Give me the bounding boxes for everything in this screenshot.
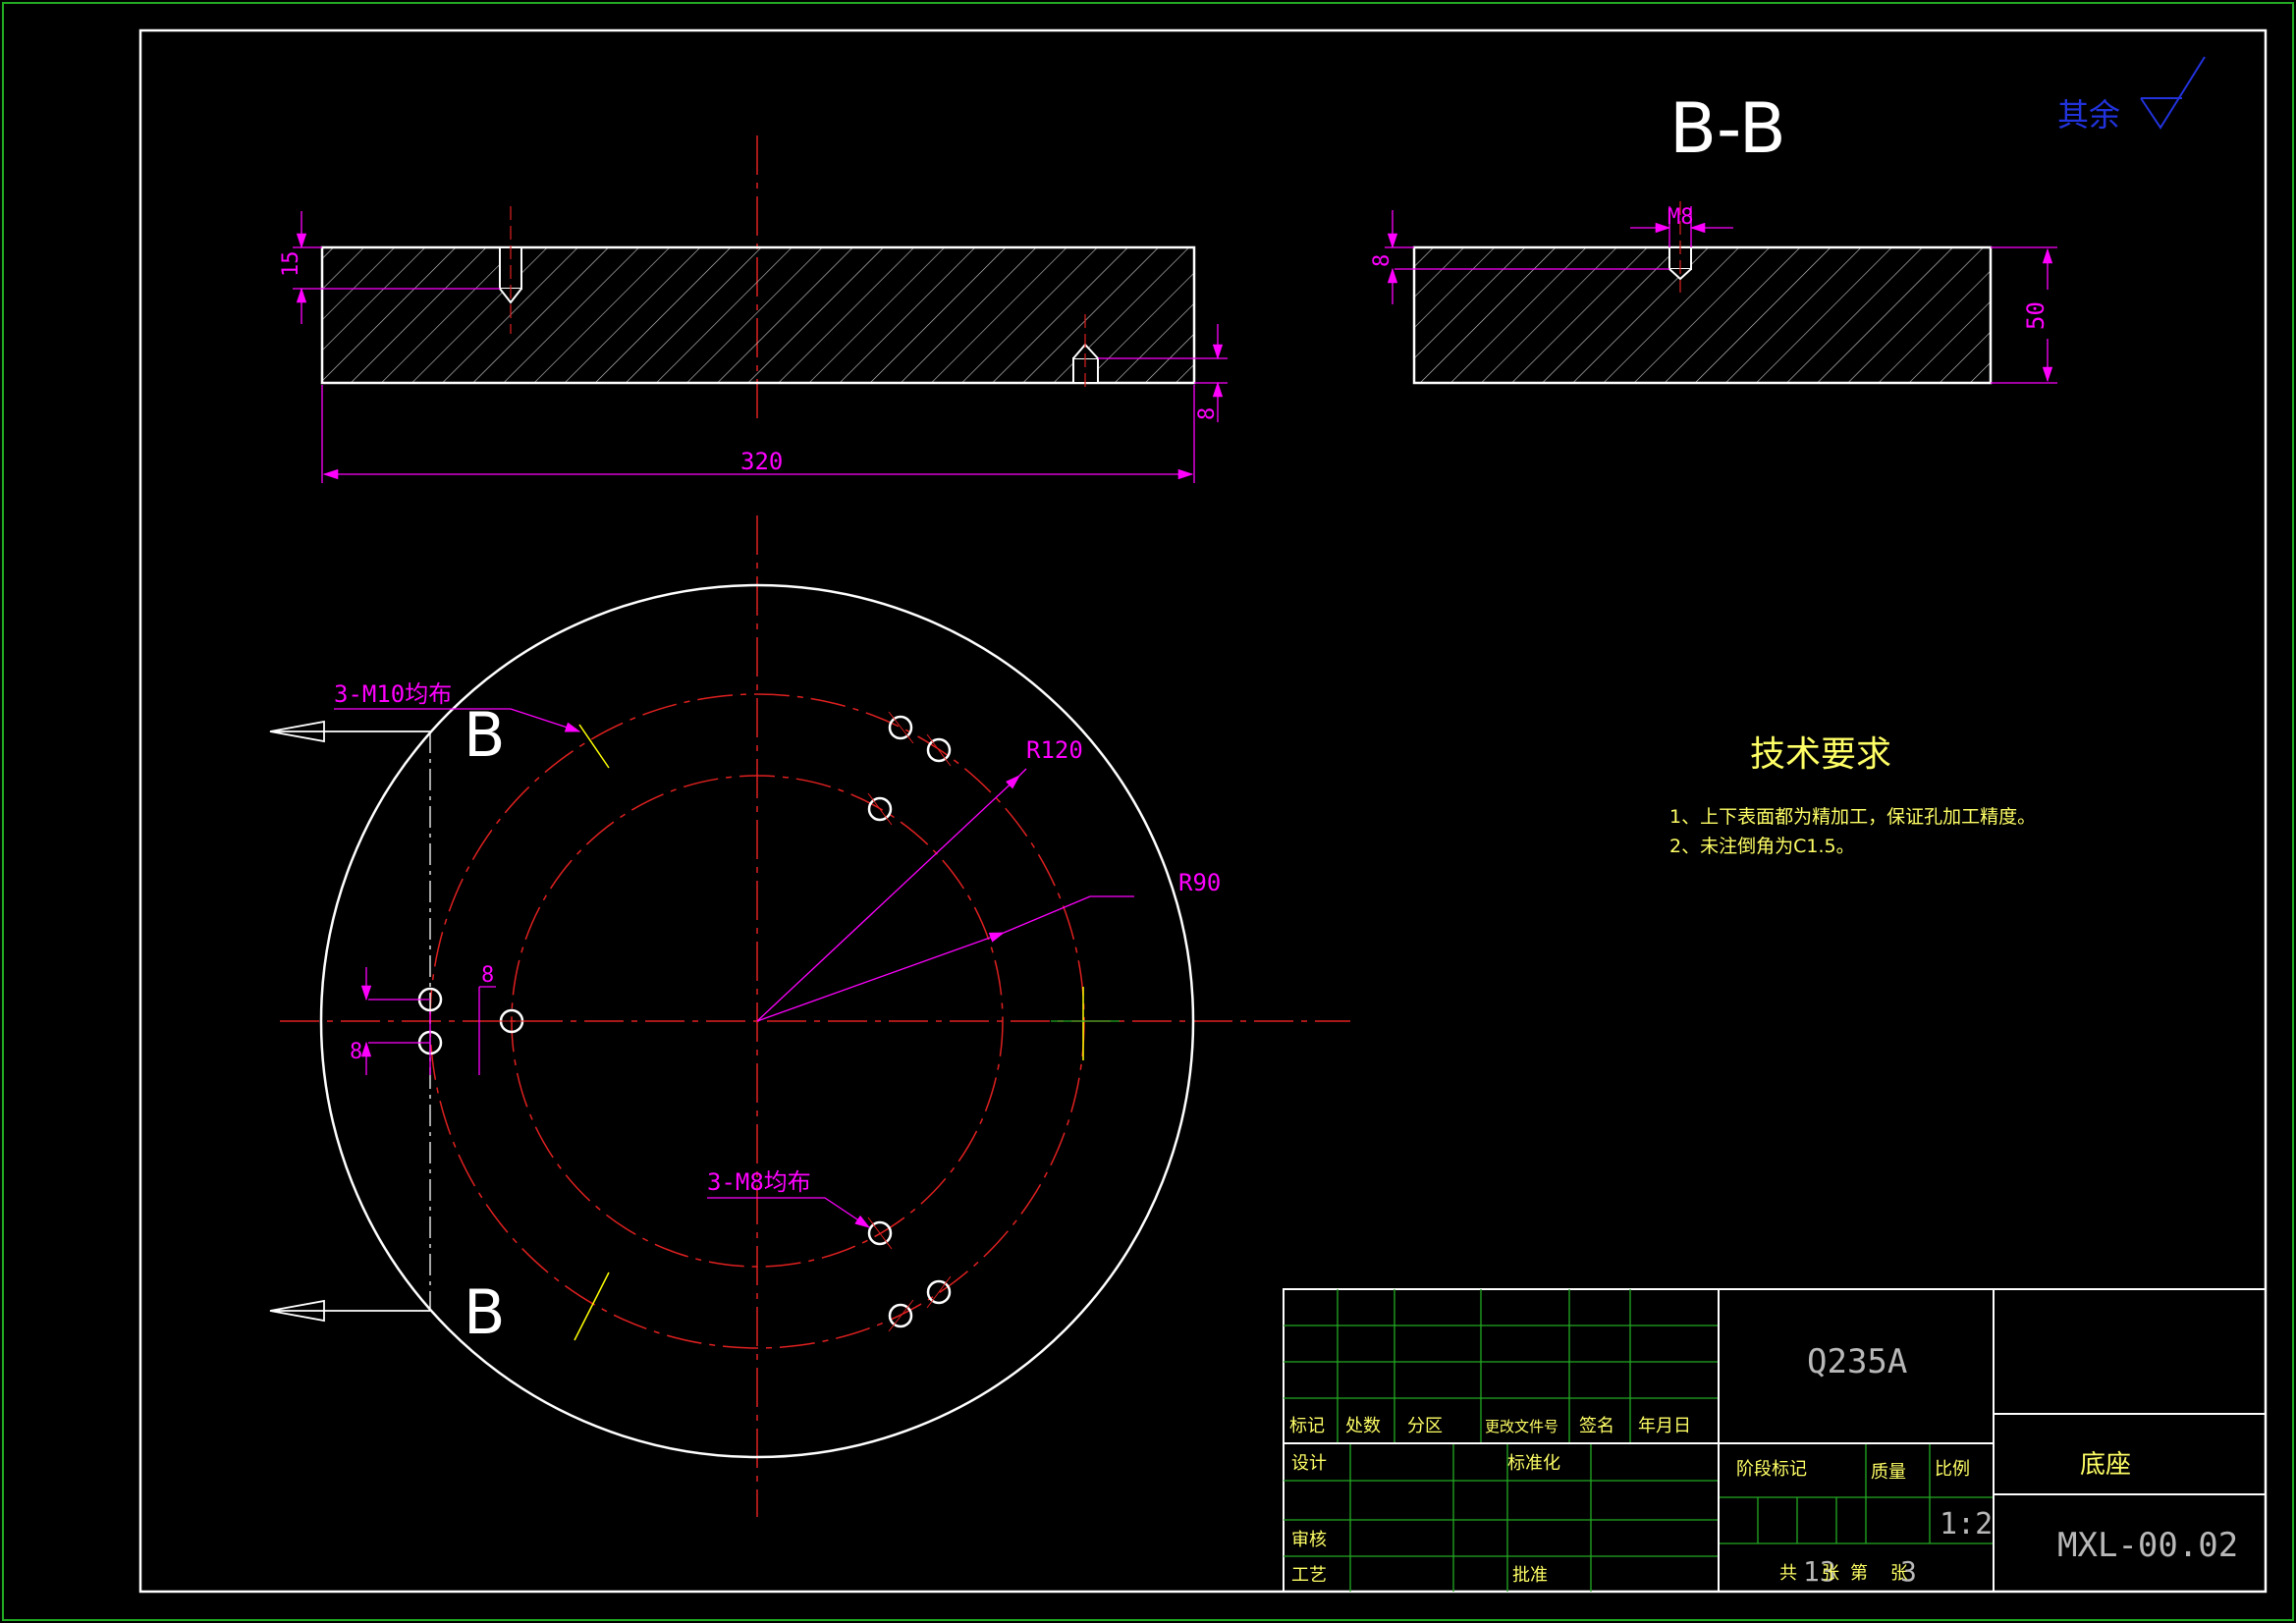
outer-circle xyxy=(319,583,1195,1459)
tb-sheet-current-label: 第 xyxy=(1850,1563,1868,1584)
tb-header-process: 工艺 xyxy=(1291,1565,1327,1586)
callout-m10: 3-M10均布 xyxy=(334,680,452,708)
tb-header-stage: 阶段标记 xyxy=(1736,1459,1807,1480)
cut-mark xyxy=(578,724,610,769)
radius-r120-leader xyxy=(756,775,1020,1022)
dim-bottom-hole-depth: 8 xyxy=(1195,407,1220,420)
tb-drawing-no: MXL-00.02 xyxy=(2057,1526,2238,1565)
dim-top-hole-depth: 15 xyxy=(279,251,303,278)
section-body-hatch xyxy=(1412,245,1993,385)
dim-section-height: 50 xyxy=(2022,301,2050,330)
hole-m10 xyxy=(888,715,913,740)
radius-inner-label: R90 xyxy=(1178,869,1221,896)
dim-length: 320 xyxy=(740,448,783,475)
hole-m8 xyxy=(867,796,893,822)
title-block-frame xyxy=(1283,1288,2267,1593)
front-body-hatch xyxy=(320,245,1196,385)
finish-check-icon xyxy=(2140,56,2206,130)
tb-scale: 1:2 xyxy=(1940,1507,1993,1542)
tb-header-approve: 批准 xyxy=(1512,1565,1548,1586)
section-title: B-B xyxy=(1669,88,1786,169)
cut-label-bottom: B xyxy=(464,1276,506,1348)
tech-requirements: 技术要求 1、上下表面都为精加工，保证孔加工精度。 2、未注倒角为C1.5。 xyxy=(1669,734,2036,857)
dim-hole-offset-x: 8 xyxy=(481,963,494,988)
tb-header-review: 审核 xyxy=(1291,1530,1327,1550)
tb-sheet-unit2: 张 xyxy=(1890,1563,1908,1584)
tb-header-date: 年月日 xyxy=(1638,1416,1691,1436)
tb-sheet-current: 3 xyxy=(1900,1555,1917,1588)
dim-thread-size: M8 xyxy=(1667,205,1694,230)
drawing-frame xyxy=(138,28,2268,1594)
tb-header-design: 设计 xyxy=(1291,1453,1327,1474)
hole-m10 xyxy=(888,1303,913,1328)
tb-sheet-total-label: 共 xyxy=(1779,1563,1797,1584)
front-view: 15 320 8 xyxy=(279,135,1228,483)
cut-arrow-bottom xyxy=(269,1299,430,1323)
tb-header-zone: 分区 xyxy=(1407,1416,1443,1436)
tb-header-standardize: 标准化 xyxy=(1507,1453,1560,1474)
hole-center-marks xyxy=(496,711,952,1332)
tb-material: Q235A xyxy=(1807,1342,1907,1381)
tech-title: 技术要求 xyxy=(1750,734,1891,775)
plan-view: B B 3-M10均布 3-M8均布 R120 R90 8 8 xyxy=(269,515,1350,1517)
tb-header-weight: 质量 xyxy=(1871,1462,1906,1483)
dim-section-depth: 8 xyxy=(1370,254,1394,267)
cut-mark xyxy=(574,1271,610,1341)
callout-m8: 3-M8均布 xyxy=(707,1168,811,1196)
surface-finish-label: 其余 xyxy=(2057,96,2120,134)
radius-r90-leader xyxy=(756,932,1006,1022)
tech-item: 1、上下表面都为精加工，保证孔加工精度。 xyxy=(1669,806,2036,828)
tb-header-change-doc: 更改文件号 xyxy=(1485,1418,1558,1435)
cut-arrow-top xyxy=(269,720,430,743)
section-view: B-B M8 8 50 xyxy=(1370,88,2057,385)
tb-header-sign: 签名 xyxy=(1579,1416,1614,1436)
hole-m10 xyxy=(926,737,952,763)
hole-m10 xyxy=(926,1279,952,1305)
tb-sheet-unit: 张 xyxy=(1822,1563,1839,1584)
tb-header-ratio: 比例 xyxy=(1935,1459,1970,1480)
hole-m8 xyxy=(867,1220,893,1246)
tb-sheet-total: 13 xyxy=(1803,1555,1836,1588)
dim-hole-offset-y: 8 xyxy=(350,1040,362,1064)
tech-item: 2、未注倒角为C1.5。 xyxy=(1669,836,1855,857)
tb-part-name: 底座 xyxy=(2080,1450,2131,1480)
tb-header-mark: 标记 xyxy=(1289,1416,1325,1436)
title-block: 标记 处数 分区 更改文件号 签名 年月日 设计 标准化 审核 工艺 批准 阶段… xyxy=(1283,1288,2267,1593)
radius-outer-label: R120 xyxy=(1026,736,1083,764)
cut-label-top: B xyxy=(464,699,506,771)
surface-finish-symbol: 其余 xyxy=(2057,56,2206,134)
tb-header-count: 处数 xyxy=(1345,1416,1381,1436)
